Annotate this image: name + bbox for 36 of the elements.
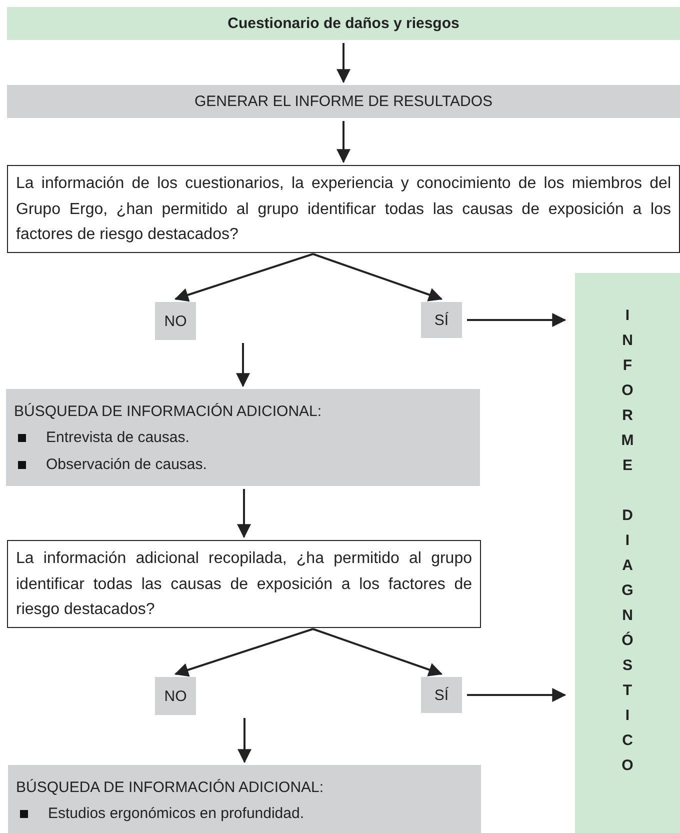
- arrow: [238, 718, 252, 764]
- list-item: Estudios ergonómicos en profundidad.: [48, 804, 304, 824]
- arrow: [312, 628, 443, 676]
- answer-label: SÍ: [434, 686, 449, 704]
- question-box: [7, 540, 481, 628]
- info-box: [8, 765, 481, 833]
- arrow: [336, 43, 350, 84]
- answer-box: [155, 302, 196, 340]
- banner-title: Cuestionario de daños y riesgos: [228, 15, 460, 32]
- answer-box: [421, 677, 462, 713]
- arrow: [174, 628, 314, 677]
- arrow: [174, 253, 314, 302]
- process-bar: [7, 85, 680, 118]
- answer-label: NO: [164, 312, 187, 330]
- arrow: [336, 121, 350, 164]
- arrow: [236, 343, 250, 388]
- vertical-label: INFORME DIAGNÓSTICO: [620, 306, 635, 776]
- title-banner: [7, 7, 680, 40]
- arrow: [312, 253, 443, 302]
- result-bar: [575, 273, 680, 833]
- question-box: [7, 165, 680, 253]
- info-box: [6, 389, 480, 486]
- answer-box: [421, 302, 462, 338]
- question-text: La información adicional recopilada, ¿ha permitido al grupo identificar todas las causas de exposición a los factores de riesgo destacados?: [16, 549, 472, 620]
- process-label: GENERAR EL INFORME DE RESULTADOS: [194, 93, 493, 110]
- answer-label: SÍ: [434, 312, 449, 328]
- question-text: La información de los cuestionarios, la experiencia y conocimiento de los miembros del Grupo Ergo, ¿han permitido al grupo identificar todas las causas de exposición a los factores de riesgo destacados?: [16, 174, 671, 246]
- answer-label: NO: [164, 688, 187, 704]
- arrow: [467, 313, 566, 327]
- answer-box: [155, 677, 196, 715]
- list-item: Observación de causas.: [46, 454, 207, 474]
- arrow: [237, 489, 251, 538]
- box-heading: BÚSQUEDA DE INFORMACIÓN ADICIONAL:: [16, 778, 325, 798]
- box-heading: BÚSQUEDA DE INFORMACIÓN ADICIONAL:: [14, 402, 323, 422]
- list-item: Entrevista de causas.: [46, 428, 190, 448]
- arrow: [467, 688, 566, 702]
